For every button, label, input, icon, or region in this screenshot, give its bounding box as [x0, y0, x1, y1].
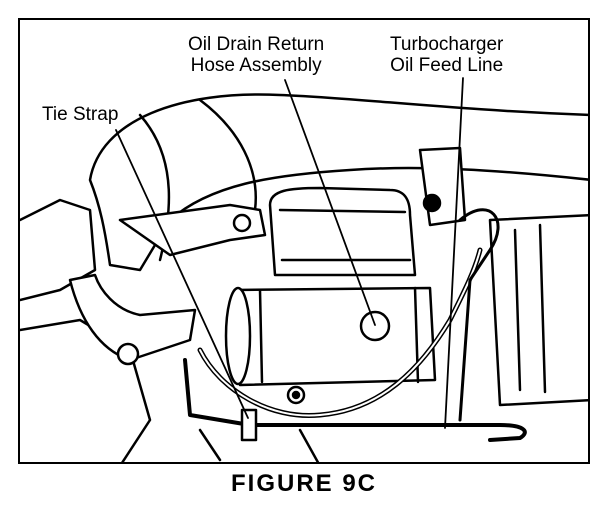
turbo-line2: Oil Feed Line: [390, 55, 504, 76]
tie-strap: [240, 408, 258, 442]
label-oil-drain-return: Oil Drain Return Hose Assembly: [188, 34, 324, 76]
turbo-line1: Turbocharger: [390, 34, 504, 55]
tie-strap-text: Tie Strap: [42, 104, 119, 125]
oil-drain-line2: Hose Assembly: [190, 55, 322, 76]
engine-block-left: [20, 198, 97, 302]
label-turbo-oil-feed: Turbocharger Oil Feed Line: [390, 34, 503, 76]
leader-tie-strap: [115, 129, 249, 419]
oil-drain-line1: Oil Drain Return: [188, 34, 325, 55]
oil-feed-line: [183, 358, 527, 442]
leader-oil-drain: [284, 79, 376, 326]
engine-illustration: [20, 77, 588, 462]
label-tie-strap: Tie Strap: [42, 104, 118, 125]
figure-caption: FIGURE 9C: [230, 470, 377, 497]
leader-oil-feed: [444, 77, 464, 429]
right-component: [488, 213, 588, 407]
turbo-body: [233, 286, 437, 387]
valve-cover: [268, 186, 417, 277]
elbow-pipe: [68, 273, 197, 362]
diagram-frame: Tie Strap Oil Drain Return Hose Assembly…: [18, 18, 590, 464]
